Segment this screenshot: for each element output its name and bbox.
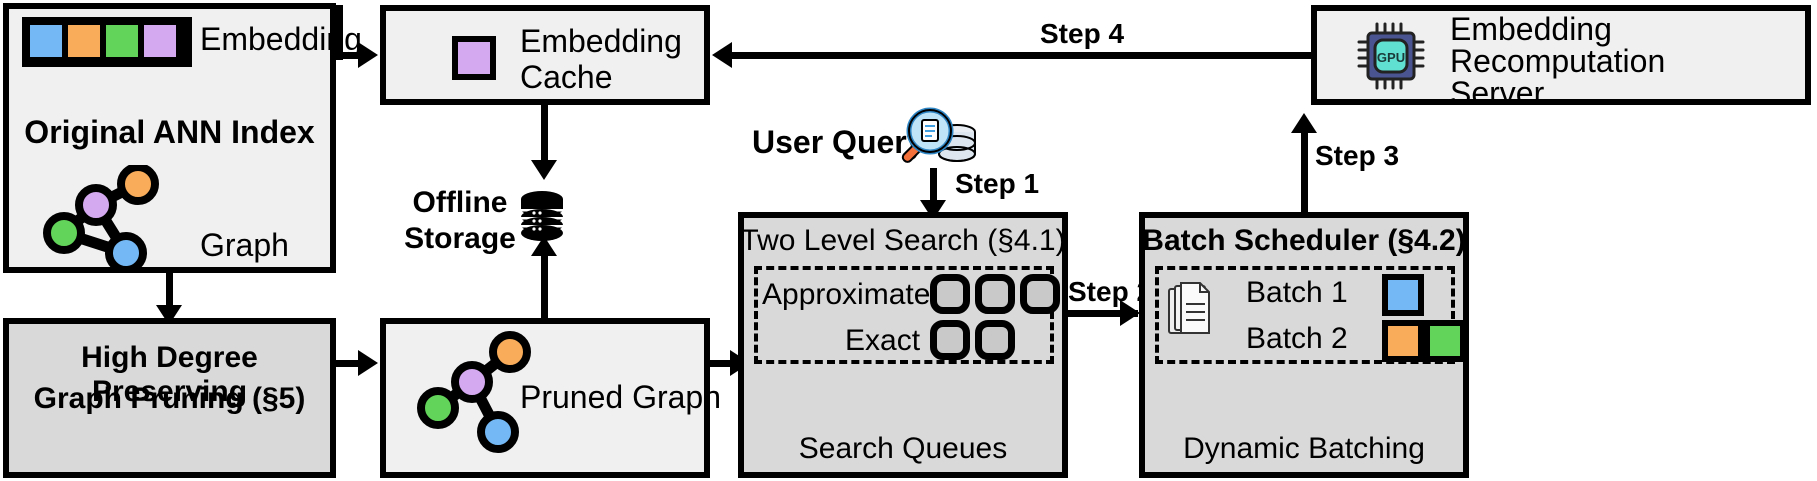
recomputation-server-line1: Embedding [1450, 11, 1612, 47]
arrow-search-to-scheduler-head [1120, 300, 1140, 326]
arrow-index-to-cache-head [358, 42, 378, 68]
search-queues-footer: Search Queues [798, 432, 1008, 465]
exact-slot-1 [930, 320, 970, 360]
offline-storage-label-line1: Offline [412, 186, 508, 219]
documents-icon [1168, 282, 1210, 334]
graph-pruning-box [3, 318, 336, 478]
original-graph-icon [43, 165, 159, 270]
embedding-cache-label-line2: Cache [520, 59, 613, 95]
embedding-cell-green [103, 22, 141, 60]
batch-scheduler-title: Batch Scheduler (§4.2) [1142, 224, 1466, 257]
batch-2-swatch-orange [1382, 320, 1424, 362]
embedding-cell-blue [27, 22, 65, 60]
batch-1-label: Batch 1 [1246, 276, 1348, 309]
batch-2-swatch-green [1424, 320, 1466, 362]
exact-slot-2 [975, 320, 1015, 360]
arrow-pruned-to-storage-line [541, 248, 548, 320]
embedding-cache-box [380, 5, 710, 105]
step-4-label: Step 4 [1040, 18, 1125, 49]
graph-pruning-label-line1: High Degree Preserving [81, 341, 258, 408]
batch-1-swatch-blue [1382, 274, 1424, 316]
approximate-slot-2 [975, 274, 1015, 314]
graph-label: Graph [200, 227, 289, 263]
gpu-chip-icon: GPU [1357, 22, 1425, 90]
embedding-cache-swatch [452, 36, 496, 80]
two-level-search-title: Two Level Search (§4.1) [740, 224, 1066, 257]
user-query-label: User Query [752, 124, 925, 160]
arrow-search-to-scheduler-line [1068, 310, 1138, 317]
arrow-cache-to-storage-line [541, 105, 548, 167]
approximate-row-label: Approximate [762, 278, 931, 311]
arrow-pruning-to-pruned-head [358, 350, 378, 376]
arrow-cache-to-storage-head [531, 160, 557, 180]
arrow-server-to-cache-head [712, 42, 732, 68]
approximate-slot-1 [930, 274, 970, 314]
arrow-scheduler-to-server-line [1301, 125, 1308, 213]
arrow-index-to-cache-vline [336, 5, 343, 60]
arrow-pruned-to-search-line [710, 360, 738, 367]
arrow-pruning-to-pruned-line [336, 360, 364, 367]
svg-text:GPU: GPU [1377, 50, 1405, 65]
arrow-scheduler-to-server-head [1291, 113, 1317, 133]
embedding-cell-purple [141, 22, 179, 60]
pruned-graph-icon [417, 331, 531, 453]
embedding-label: Embedding [200, 21, 362, 57]
graph-pruning-label-line2: Graph Pruning (§5) [33, 382, 306, 415]
arrow-server-to-cache-line [730, 52, 1315, 59]
approximate-slot-3 [1020, 274, 1060, 314]
arrow-index-to-pruning-line [166, 273, 173, 311]
original-ann-index-title: Original ANN Index [24, 114, 315, 150]
embedding-swatch-strip [22, 17, 192, 67]
arrow-query-to-search-line [930, 168, 937, 210]
embedding-cell-orange [65, 22, 103, 60]
dynamic-batching-dashed-region [1155, 266, 1455, 364]
search-queues-dashed-region [754, 266, 1054, 364]
offline-storage-label-line2: Storage [404, 222, 516, 255]
query-search-icon [901, 107, 976, 163]
arrow-pruned-to-storage-head [531, 236, 557, 256]
arrow-index-to-cache-line [336, 52, 366, 59]
step-3-label: Step 3 [1315, 140, 1400, 171]
embedding-cache-label-line1: Embedding [520, 23, 682, 59]
step-1-label: Step 1 [955, 168, 1040, 199]
database-icon [521, 191, 563, 241]
recomputation-server-line2: Recomputation [1450, 43, 1666, 79]
recomputation-server-line3: Server [1450, 75, 1545, 111]
exact-row-label: Exact [845, 324, 921, 357]
dynamic-batching-footer: Dynamic Batching [1183, 432, 1425, 465]
batch-2-label: Batch 2 [1246, 322, 1348, 355]
pruned-graph-label: Pruned Graph [520, 379, 722, 415]
